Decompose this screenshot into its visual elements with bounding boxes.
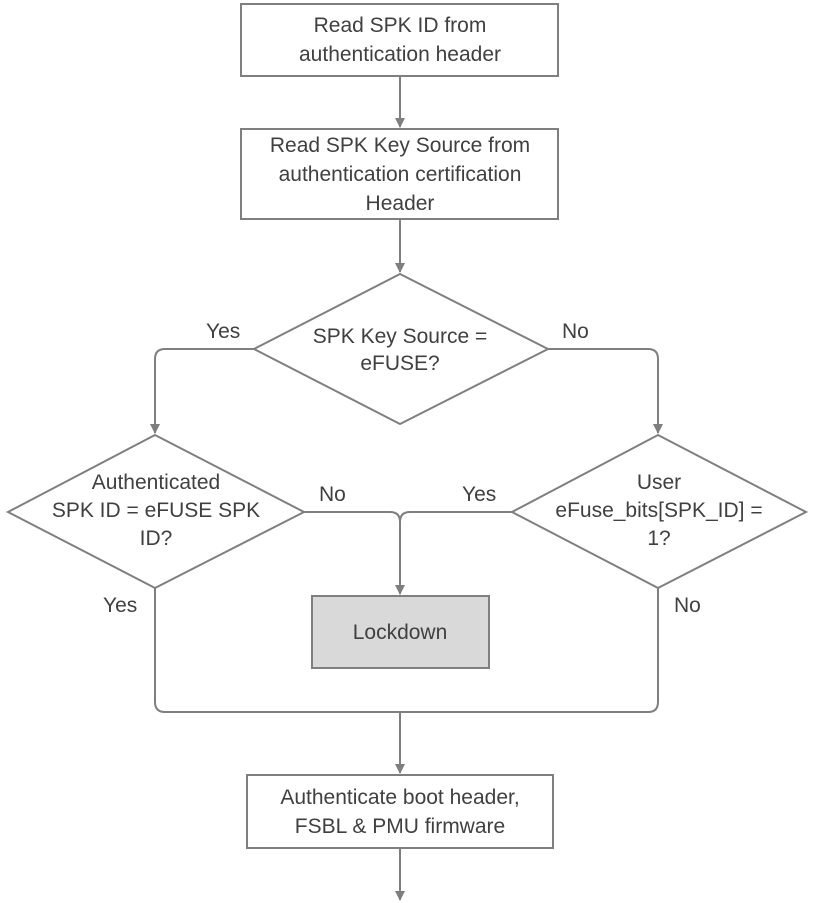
node-read-key-source-line-1: Read SPK Key Source from [270,134,530,157]
edge-label-user-efuse-no: No [674,594,701,617]
edge-labels: Yes No No Yes Yes No [103,320,701,617]
edge-label-key-source-yes: Yes [206,320,240,343]
node-decision-user-efuse-line-3: 1? [647,527,670,550]
node-decision-efuse-id: Authenticated SPK ID = eFUSE SPK ID? [5,433,307,590]
node-decision-user-efuse: User eFuse_bits[SPK_ID] = 1? [509,433,809,590]
edge-decision-yes [150,348,254,434]
edge-label-efuse-id-no: No [319,483,346,506]
node-decision-user-efuse-line-2: eFuse_bits[SPK_ID] = [555,499,762,522]
node-lockdown: Lockdown [311,595,490,669]
node-authenticate-line-1: Authenticate boot header, [280,786,519,809]
node-decision-user-efuse-line-1: User [637,471,681,494]
edge-efuseid-yes [154,588,659,713]
node-decision-key-source: SPK Key Source = eFUSE? [251,272,551,426]
node-read-key-source-line-2: authentication certification [279,163,522,186]
node-read-spk-id-line-2: authentication header [299,43,501,66]
edge-label-efuse-id-yes: Yes [103,594,137,617]
node-decision-efuse-id-line-3: ID? [140,527,173,550]
node-decision-efuse-id-line-2: SPK ID = eFUSE SPK [52,499,260,522]
node-read-spk-id: Read SPK ID from authentication header [240,3,559,77]
node-lockdown-label: Lockdown [353,621,448,644]
node-read-key-source: Read SPK Key Source from authentication … [240,128,559,220]
edge-efuseid-no [304,511,405,595]
node-read-key-source-line-3: Header [366,192,435,215]
edge-decision-no [548,348,663,434]
connectors [150,76,663,901]
node-decision-key-source-line-2: eFUSE? [360,352,439,375]
node-decision-efuse-id-line-1: Authenticated [92,471,220,494]
edge-userefuse-yes [399,511,512,523]
node-read-spk-id-line-1: Read SPK ID from [314,14,487,37]
edge-label-key-source-no: No [562,320,589,343]
edge-label-user-efuse-yes: Yes [462,483,496,506]
node-authenticate-line-2: FSBL & PMU firmware [295,815,505,838]
node-decision-key-source-line-1: SPK Key Source = [313,325,488,348]
node-authenticate: Authenticate boot header, FSBL & PMU fir… [246,774,554,849]
